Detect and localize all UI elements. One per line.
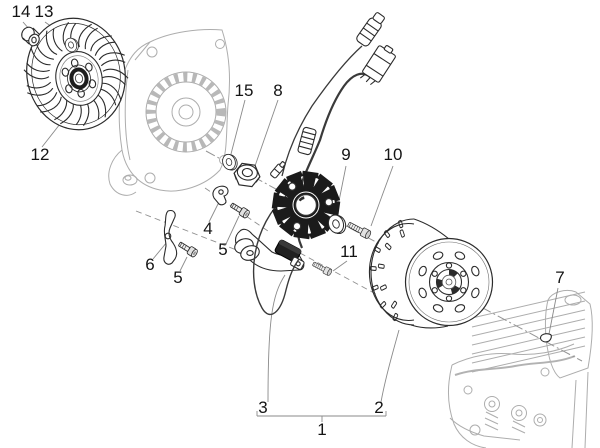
flywheel-fan-drawing — [22, 17, 130, 131]
round-connector — [356, 12, 385, 47]
bolt-10-drawing — [346, 220, 373, 240]
callout-2: 2 — [374, 398, 383, 417]
crankcase-drawing — [108, 29, 231, 196]
callout-7: 7 — [555, 268, 564, 287]
callout-9: 9 — [341, 145, 350, 164]
pickup-coil-drawing — [274, 239, 305, 270]
bullet-terminal — [270, 161, 286, 179]
callout-5: 5 — [218, 240, 227, 259]
callout-15: 15 — [235, 81, 254, 100]
callout-6: 6 — [145, 255, 154, 274]
nut-8-drawing — [233, 162, 261, 188]
callout-8: 8 — [273, 81, 282, 100]
nut-14-drawing — [21, 26, 40, 47]
rect-connector — [359, 45, 396, 86]
callout-10: 10 — [384, 145, 403, 164]
screw-5-upper-drawing — [228, 200, 251, 220]
engine-head-drawing — [448, 289, 593, 448]
callout-3: 3 — [258, 398, 267, 417]
leader-lines — [22, 21, 559, 422]
callout-1: 1 — [317, 420, 326, 439]
callout-5: 5 — [173, 268, 182, 287]
callout-4: 4 — [203, 219, 212, 238]
stator-bracket-drawing — [234, 228, 305, 272]
screw-5-lower-drawing — [176, 239, 199, 259]
stator-drawing — [271, 170, 341, 240]
bracket-6-drawing — [163, 210, 178, 265]
wiring-harness-drawing — [252, 12, 396, 315]
cable-sleeve — [297, 126, 317, 156]
clamp-4-drawing — [212, 185, 229, 206]
washer-9-drawing — [325, 211, 349, 237]
callout-12: 12 — [31, 145, 50, 164]
rotor-drawing — [368, 218, 494, 329]
callout-11: 11 — [340, 242, 358, 261]
callout-14: 14 — [12, 2, 31, 21]
woodruff-key-drawing — [539, 333, 552, 343]
callout-13: 13 — [35, 2, 54, 21]
bolt-11-drawing — [311, 260, 334, 277]
